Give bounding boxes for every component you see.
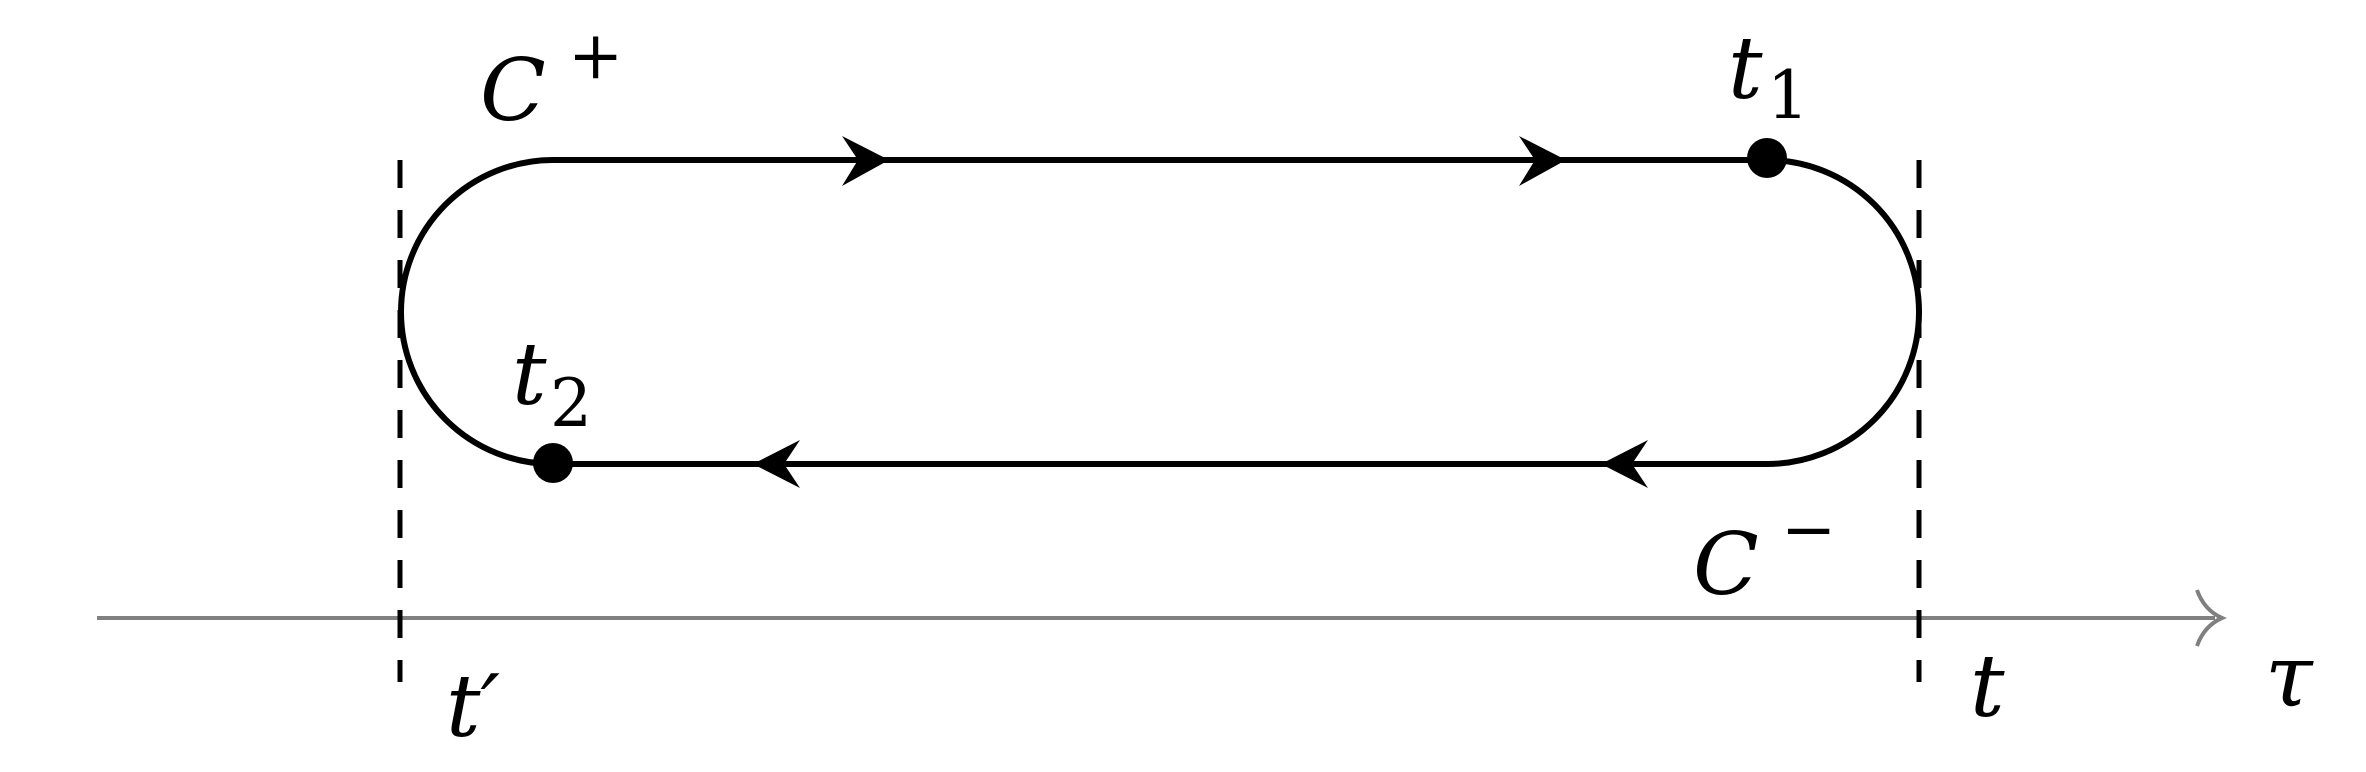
label-c-minus-sup: − xyxy=(1781,491,1836,568)
label-t1-sub: 1 xyxy=(1767,57,1809,134)
lower-branch-arrow-left xyxy=(753,440,800,488)
label-t2-sub: 2 xyxy=(550,365,592,442)
label-t: t xyxy=(1970,637,2005,737)
label-c-minus: C xyxy=(1693,515,1759,615)
label-t2: t xyxy=(512,325,547,425)
label-t1: t xyxy=(1728,19,1763,119)
point-t1 xyxy=(1747,138,1787,178)
contour-path xyxy=(398,157,1922,467)
upper-branch-arrow-left xyxy=(842,136,889,186)
tau-axis xyxy=(97,589,2227,647)
upper-branch-arrow-right xyxy=(1519,136,1566,186)
label-c-plus-sup: + xyxy=(568,17,623,94)
point-t2 xyxy=(533,443,573,483)
lower-branch-arrow-right xyxy=(1601,440,1648,488)
label-tau: τ xyxy=(2265,627,2314,727)
label-t-prime: t′ xyxy=(446,657,500,757)
label-c-plus: C xyxy=(480,41,546,141)
tau-axis-arrowhead xyxy=(2195,589,2227,647)
